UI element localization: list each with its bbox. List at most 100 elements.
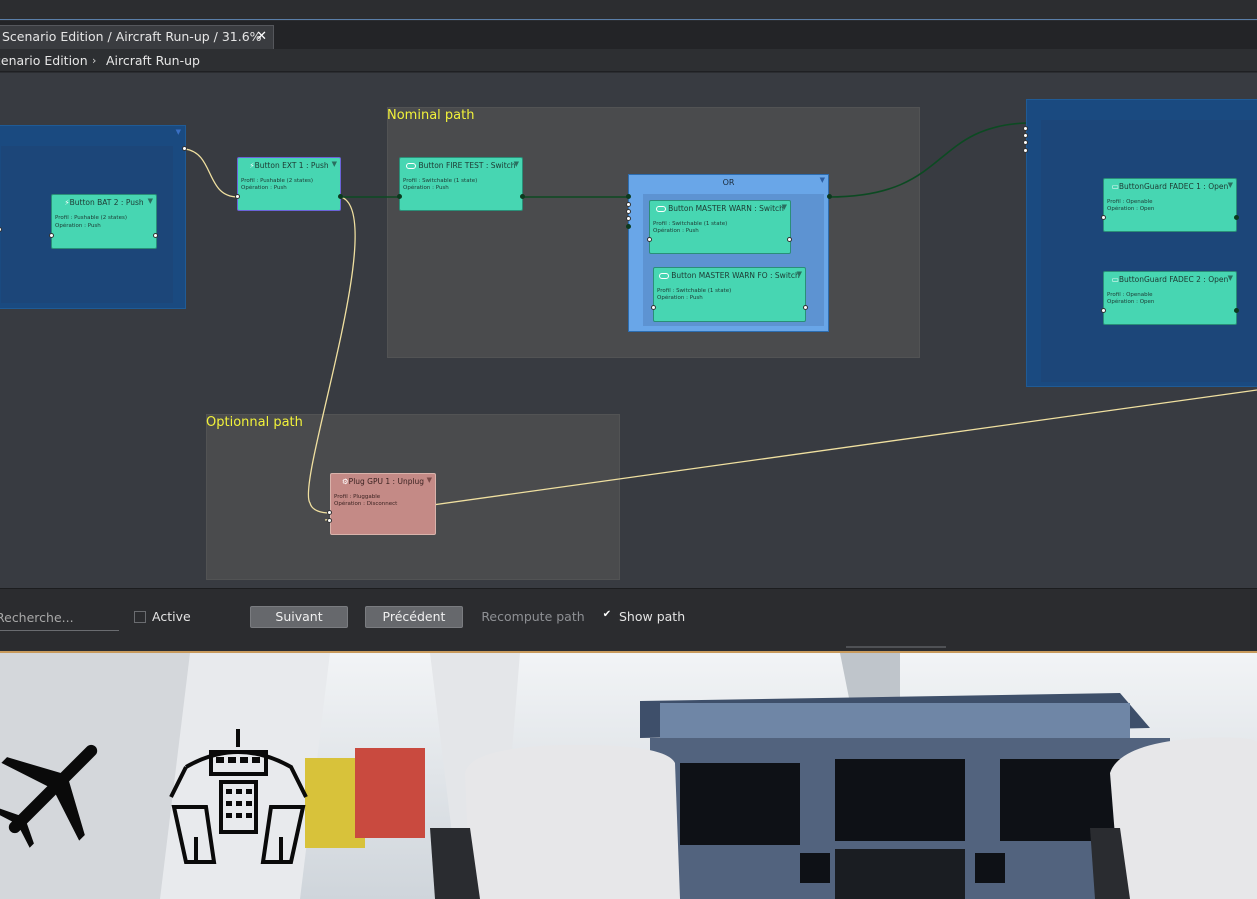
breadcrumb-item-scenario[interactable]: cenario Edition <box>0 53 88 68</box>
port-in[interactable] <box>626 224 631 229</box>
port-in[interactable] <box>397 194 402 199</box>
show-path-checkbox[interactable]: ✔ <box>601 610 613 622</box>
port-in[interactable] <box>0 227 2 232</box>
show-path-label: Show path <box>619 609 686 624</box>
search-input[interactable] <box>0 605 119 631</box>
node-profile: Profil : Switchable (1 state) <box>657 288 732 294</box>
node-profile: Profil : Switchable (1 state) <box>403 178 478 184</box>
port-in[interactable] <box>1023 140 1028 145</box>
node-button-ext1[interactable]: ⚡Button EXT 1 : Push Profil : Pushable (… <box>237 157 341 211</box>
link-bat2-ext1 <box>184 148 239 198</box>
toggle-switch-icon <box>659 273 670 279</box>
breadcrumb-item-runup[interactable]: Aircraft Run-up <box>106 53 200 68</box>
chevron-down-icon[interactable]: ▼ <box>175 128 181 136</box>
tab-bar: Scenario Edition / Aircraft Run-up / 31.… <box>0 21 1257 49</box>
recompute-path-button[interactable]: Recompute path <box>480 606 586 628</box>
port-out[interactable] <box>338 194 343 199</box>
path-toolbar: Active Suivant Précédent Recompute path … <box>0 588 1257 650</box>
active-label: Active <box>152 609 191 624</box>
port-out[interactable] <box>1234 215 1239 220</box>
tab-title: Scenario Edition / Aircraft Run-up / 31.… <box>2 29 262 44</box>
port-in[interactable] <box>1023 133 1028 138</box>
port-out[interactable] <box>520 194 525 199</box>
cockpit-icon[interactable] <box>166 727 311 867</box>
node-button-master-warn-fo[interactable]: Button MASTER WARN FO : Switch Profil : … <box>653 267 806 322</box>
port-out[interactable] <box>827 194 832 199</box>
link-ext1-gpu <box>307 196 356 514</box>
node-operation: Opération : Disconnect <box>334 501 398 507</box>
toggle-switch-icon: ⚡ <box>249 161 255 170</box>
node-buttonguard-fadec1[interactable]: ▭ButtonGuard FADEC 1 : Open Profil : Ope… <box>1103 178 1237 232</box>
node-plug-gpu1[interactable]: ⚙Plug GPU 1 : Unplug Profil : Pluggable … <box>330 473 436 535</box>
node-button-bat2[interactable]: ⚡Button BAT 2 : Push Profil : Pushable (… <box>51 194 157 249</box>
port-in[interactable] <box>1023 126 1028 131</box>
port-out[interactable] <box>153 233 158 238</box>
node-operation: Opération : Push <box>241 185 287 191</box>
graph-canvas[interactable]: ▼ Nominal path Optionnal path OR ▼ <box>0 73 1257 588</box>
node-operation: Opération : Push <box>55 223 101 229</box>
node-buttonguard-fadec2[interactable]: ▭ButtonGuard FADEC 2 : Open Profil : Ope… <box>1103 271 1237 325</box>
node-button-fire-test[interactable]: Button FIRE TEST : Switch Profil : Switc… <box>399 157 523 211</box>
port-in[interactable] <box>626 202 631 207</box>
chevron-right-icon: › <box>92 54 97 67</box>
chevron-down-icon[interactable]: ▼ <box>1227 181 1233 189</box>
port-in[interactable] <box>327 510 332 515</box>
node-title: Button EXT 1 : Push <box>254 161 329 170</box>
toggle-switch-icon: ▭ <box>1111 182 1119 191</box>
node-title: Button FIRE TEST : Switch <box>418 161 516 170</box>
node-title: Plug GPU 1 : Unplug <box>348 477 425 486</box>
node-button-master-warn[interactable]: Button MASTER WARN : Switch Profil : Swi… <box>649 200 791 254</box>
container-fadec-body <box>1041 120 1257 382</box>
port-in[interactable] <box>1101 215 1106 220</box>
group-label-nominal: Nominal path <box>387 108 475 123</box>
node-profile: Profil : Openable <box>1107 199 1153 205</box>
port-out[interactable] <box>803 305 808 310</box>
node-title: Button MASTER WARN : Switch <box>668 204 784 213</box>
node-profile: Profil : Pluggable <box>334 494 381 500</box>
node-title: ButtonGuard FADEC 1 : Open <box>1118 182 1229 191</box>
port-in[interactable] <box>327 518 332 523</box>
chevron-down-icon[interactable]: ▼ <box>513 160 519 168</box>
node-title: ButtonGuard FADEC 2 : Open <box>1118 275 1229 284</box>
chevron-down-icon[interactable]: ▼ <box>147 197 153 205</box>
next-button[interactable]: Suivant <box>250 606 348 628</box>
chevron-down-icon[interactable]: ▼ <box>781 203 787 211</box>
active-checkbox[interactable] <box>134 611 146 623</box>
port-in[interactable] <box>626 194 631 199</box>
cockpit-3d-view[interactable] <box>0 653 1257 899</box>
port-in[interactable] <box>1101 308 1106 313</box>
chevron-down-icon[interactable]: ▼ <box>819 176 825 184</box>
port-in[interactable] <box>651 305 656 310</box>
port-in[interactable] <box>647 237 652 242</box>
port-in[interactable] <box>49 233 54 238</box>
splitter[interactable] <box>0 651 1257 653</box>
port-out[interactable] <box>182 146 187 151</box>
node-profile: Profil : Pushable (2 states) <box>55 215 127 221</box>
port-in[interactable] <box>1023 148 1028 153</box>
port-out[interactable] <box>787 237 792 242</box>
node-profile: Profil : Switchable (1 state) <box>653 221 728 227</box>
link-or-fadec <box>828 122 1027 198</box>
chevron-down-icon[interactable]: ▼ <box>426 476 432 484</box>
group-label-optional: Optionnal path <box>206 415 303 430</box>
airplane-icon[interactable] <box>0 729 108 849</box>
breadcrumb: cenario Edition › Aircraft Run-up <box>0 49 1257 72</box>
chevron-down-icon[interactable]: ▼ <box>796 270 802 278</box>
tab-scenario[interactable]: Scenario Edition / Aircraft Run-up / 31.… <box>0 25 274 49</box>
close-icon[interactable]: ✕ <box>256 29 267 44</box>
previous-button[interactable]: Précédent <box>365 606 463 628</box>
node-profile: Profil : Openable <box>1107 292 1153 298</box>
node-title: Button MASTER WARN FO : Switch <box>671 271 800 280</box>
plug-icon: ⚙ <box>341 477 349 486</box>
node-operation: Opération : Push <box>657 295 703 301</box>
splitter-grip[interactable] <box>846 646 946 648</box>
port-out[interactable] <box>1234 308 1239 313</box>
container-fadec[interactable] <box>1026 99 1257 387</box>
chevron-down-icon[interactable]: ▼ <box>1227 274 1233 282</box>
node-title: Button BAT 2 : Push <box>69 198 144 207</box>
port-in[interactable] <box>235 194 240 199</box>
chevron-down-icon[interactable]: ▼ <box>331 160 337 168</box>
port-in[interactable] <box>626 209 631 214</box>
toggle-switch-icon: ▭ <box>1111 275 1119 284</box>
port-in[interactable] <box>626 216 631 221</box>
